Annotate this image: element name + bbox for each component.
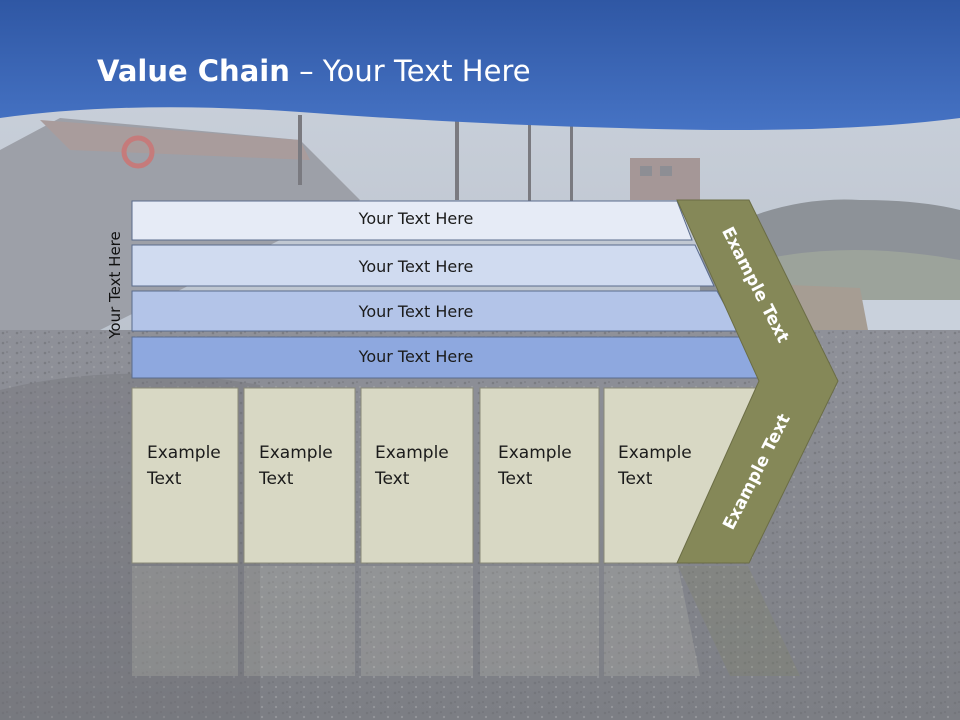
column-label-4-line2: Text [498, 469, 533, 489]
primary-column-3 [360, 387, 474, 564]
primary-column-2 [243, 387, 356, 564]
column-label-3-line2: Text [375, 469, 410, 489]
column-label-2-line1: Example [259, 443, 333, 463]
column-label-4-line1: Example [498, 443, 572, 463]
title-rest: – Your Text Here [289, 54, 531, 88]
support-band-3 [131, 290, 740, 332]
column-label-3-line1: Example [375, 443, 449, 463]
title-bold: Value Chain [97, 54, 290, 88]
page-title: Value Chain – Your Text Here [97, 54, 531, 88]
column-label-5-line1: Example [618, 443, 692, 463]
column-label-2-line2: Text [259, 469, 294, 489]
support-band-2 [131, 244, 715, 287]
support-band-4 [131, 336, 765, 379]
column-label-5-line2: Text [618, 469, 653, 489]
primary-column-4 [479, 387, 600, 564]
support-band-1 [131, 200, 693, 241]
primary-column-1 [131, 387, 239, 564]
margin-arrow [676, 199, 839, 564]
column-label-1-line2: Text [147, 469, 182, 489]
column-label-1-line1: Example [147, 443, 221, 463]
column-reflections [132, 566, 800, 676]
